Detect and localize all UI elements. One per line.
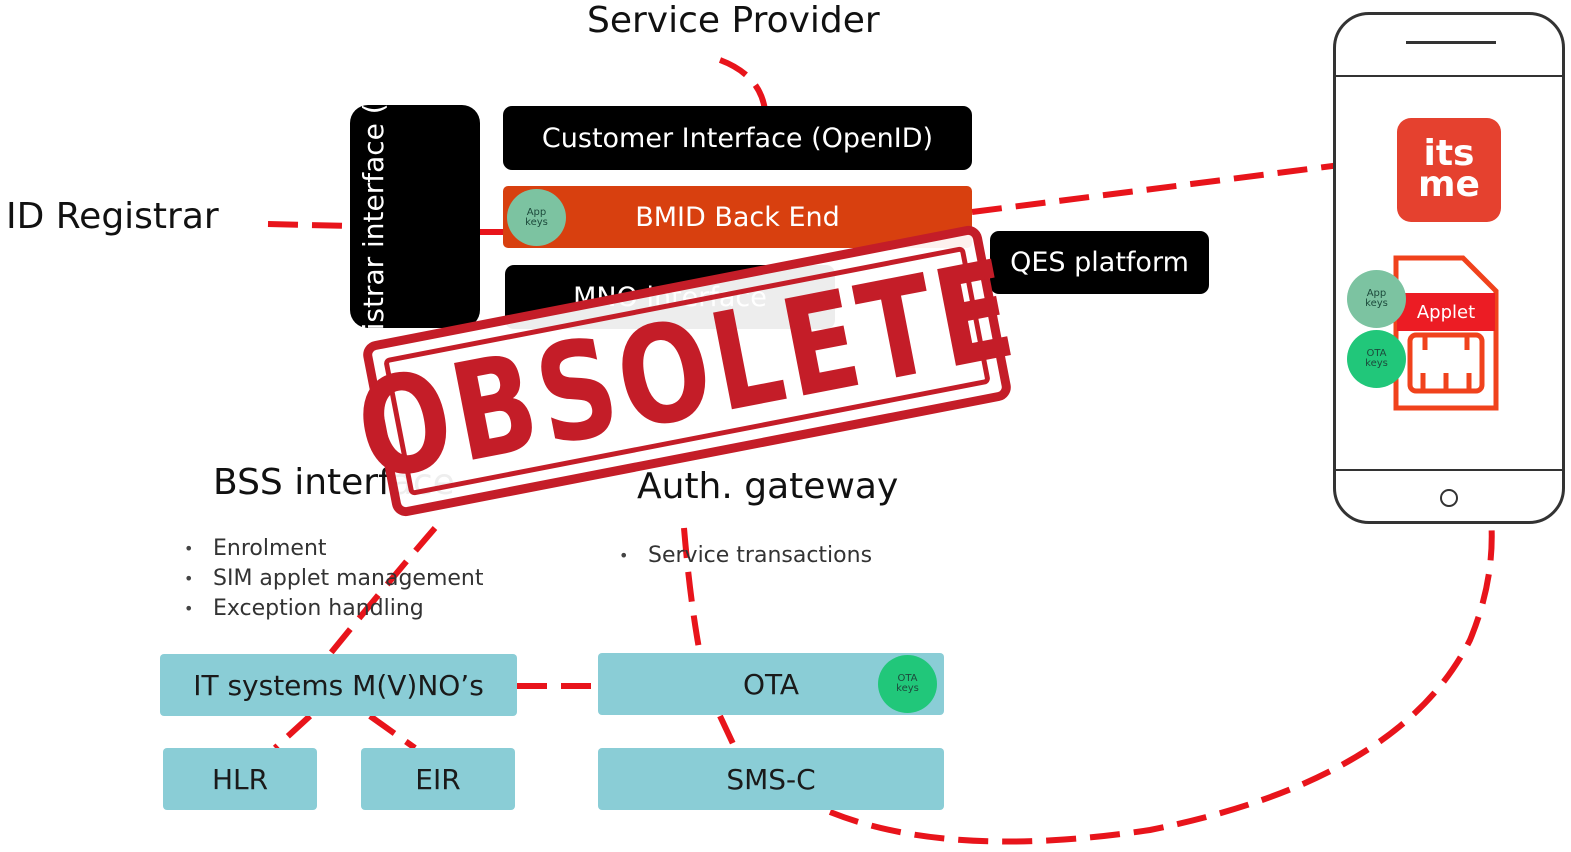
eir-box: EIR: [361, 748, 515, 810]
qes-platform-label: QES platform: [1010, 247, 1189, 278]
hlr-label: HLR: [211, 762, 269, 796]
heading-service-provider: Service Provider: [587, 0, 880, 41]
phone-screen-top-edge: [1333, 75, 1565, 77]
connector-sim-smsc: [828, 403, 1495, 845]
qes-platform-box: QES platform: [990, 231, 1209, 294]
applet-label-box: Applet: [1397, 293, 1495, 331]
sim-card-icon: [1393, 255, 1499, 411]
heading-auth-gateway: Auth. gateway: [637, 466, 899, 507]
list-item: Enrolment: [180, 534, 483, 564]
connector-backend-itsme: [971, 155, 1396, 215]
sms-c-label: SMS-C: [726, 762, 816, 796]
app-keys-badge-backend: App keys: [507, 189, 566, 246]
ota-label: OTA: [742, 667, 800, 701]
hlr-box: HLR: [163, 748, 317, 810]
eir-label: EIR: [415, 762, 461, 796]
bmid-back-end-label: BMID Back End: [635, 201, 840, 233]
ota-keys-badge-server: OTA keys: [878, 655, 937, 713]
bmid-back-end-box: BMID Back End: [503, 186, 972, 248]
itsme-app-icon[interactable]: its me: [1397, 118, 1501, 222]
customer-interface-label: Customer Interface (OpenID): [541, 122, 934, 154]
it-systems-label: IT systems M(V)NO’s: [193, 668, 484, 702]
heading-id-registrar: ID Registrar: [6, 196, 219, 237]
home-button-icon[interactable]: [1440, 489, 1458, 507]
connector-ota-smsc: [717, 714, 738, 750]
ota-keys-badge-sim: OTA keys: [1347, 330, 1406, 388]
auth-gateway-bullets: Service transactions: [615, 541, 872, 571]
list-item: SIM applet management: [180, 564, 483, 594]
it-systems-box: IT systems M(V)NO’s: [160, 654, 517, 716]
connector-it-systems-hlr: [272, 713, 313, 751]
connector-registrar-interface: [267, 221, 351, 229]
connector-it-systems-eir: [368, 713, 417, 751]
bss-interface-bullets: Enrolment SIM applet management Exceptio…: [180, 534, 483, 624]
customer-interface-box: Customer Interface (OpenID): [503, 106, 972, 170]
phone-screen-bottom-edge: [1333, 469, 1565, 471]
phone-speaker: [1406, 41, 1496, 44]
app-keys-badge-sim: App keys: [1347, 270, 1406, 328]
sms-c-box: SMS-C: [598, 748, 944, 810]
smartphone: [1333, 12, 1565, 524]
connector-provider-backend: [718, 57, 768, 111]
id-registrar-interface-box: ID registrar interface (SOAP): [350, 17, 480, 416]
list-item: Service transactions: [615, 541, 872, 571]
list-item: Exception handling: [180, 594, 483, 624]
